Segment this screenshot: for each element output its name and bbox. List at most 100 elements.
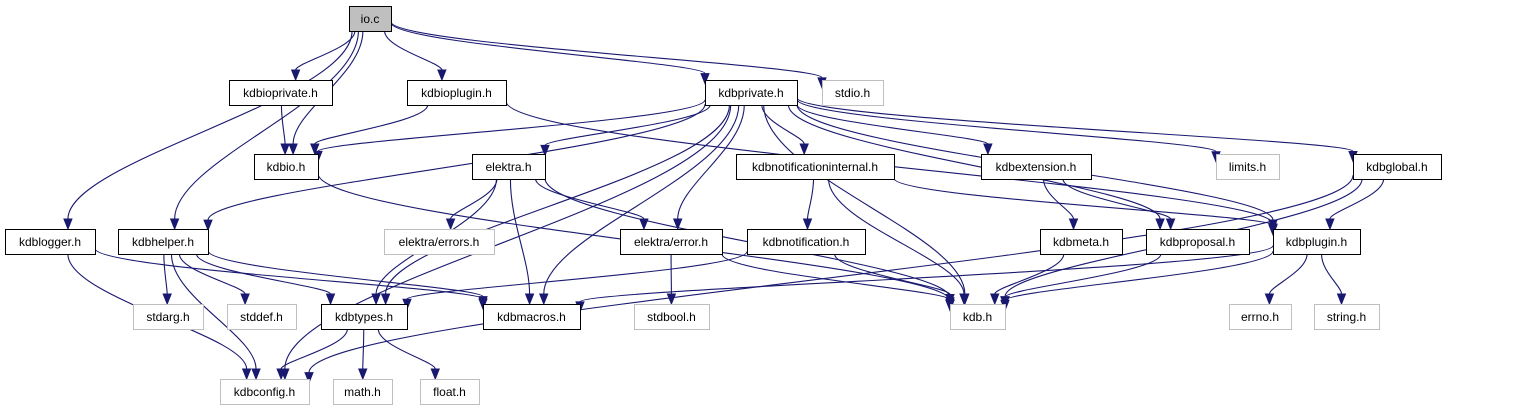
arrowhead-icon — [288, 143, 298, 156]
node-elektra-error-h[interactable]: elektra/error.h — [620, 229, 723, 255]
edge-kdbhelper_h-to-kdbmacros_h — [207, 250, 488, 308]
edge-line — [280, 104, 286, 145]
node-kdb-h: kdb.h — [950, 304, 1006, 330]
node-stdbool-h: stdbool.h — [634, 304, 710, 330]
edge-line — [1004, 250, 1274, 301]
node-stddef-h: stddef.h — [227, 304, 297, 330]
edge-io_c-to-stdio_h — [390, 21, 827, 90]
node-label: kdbioplugin.h — [421, 86, 492, 100]
edge-line — [1004, 253, 1162, 298]
node-stdio-h: stdio.h — [822, 80, 884, 106]
arrowhead-icon — [959, 293, 969, 306]
edge-kdbtypes_h-to-math_h — [358, 328, 368, 381]
node-elektra-errors-h: elektra/errors.h — [384, 229, 495, 255]
edge-line — [535, 178, 645, 220]
node-kdbmacros-h[interactable]: kdbmacros.h — [483, 304, 581, 330]
node-label: stdio.h — [835, 86, 870, 100]
edge-line — [174, 30, 359, 220]
node-kdbplugin-h[interactable]: kdbplugin.h — [1273, 229, 1361, 255]
node-kdbioprivate-h[interactable]: kdbioprivate.h — [229, 80, 333, 106]
edge-kdbnotification_h-to-kdbtypes_h — [402, 251, 748, 311]
edge-kdbtypes_h-to-kdbconfig_h — [276, 328, 348, 381]
node-kdbnotification-h[interactable]: kdbnotification.h — [747, 229, 866, 255]
arrowhead-icon — [251, 368, 261, 381]
node-label: kdbnotificationinternal.h — [752, 160, 878, 174]
node-string-h: string.h — [1314, 304, 1380, 330]
node-box — [1353, 154, 1442, 180]
edge-kdbprivate_h-to-kdbtypes_h — [380, 104, 730, 306]
edge-line — [1320, 253, 1343, 295]
node-kdbprivate-h[interactable]: kdbprivate.h — [705, 80, 798, 106]
node-label: elektra.h — [485, 160, 531, 174]
arrowhead-icon — [276, 368, 286, 381]
node-kdbhelper-h[interactable]: kdbhelper.h — [118, 229, 209, 255]
node-kdbnotificationinternal-h[interactable]: kdbnotificationinternal.h — [736, 154, 895, 180]
edge-line — [544, 104, 711, 146]
node-io-c[interactable]: io.c — [349, 6, 392, 32]
edge-line — [207, 250, 484, 298]
edge-kdbhelper_h-to-stdarg_h — [162, 253, 172, 306]
edge-line — [721, 253, 951, 301]
node-kdbioplugin-h[interactable]: kdbioplugin.h — [407, 80, 507, 106]
node-box — [349, 6, 392, 32]
node-float-h: float.h — [420, 379, 480, 405]
edge-kdbplugin_h-to-errno_h — [1264, 253, 1308, 306]
arrowhead-icon — [358, 368, 368, 381]
edge-line — [579, 245, 1274, 303]
arrowhead-icon — [380, 293, 391, 306]
edge-line — [796, 97, 1354, 152]
edge-line — [295, 30, 356, 71]
node-box — [254, 154, 319, 180]
node-box — [118, 229, 209, 255]
node-label: math.h — [344, 385, 381, 399]
node-errno-h: errno.h — [1229, 304, 1292, 330]
arrowhead-icon — [983, 143, 993, 156]
node-label: io.c — [361, 12, 380, 26]
node-kdbmeta-h[interactable]: kdbmeta.h — [1040, 229, 1123, 255]
node-kdblogger-h[interactable]: kdblogger.h — [5, 229, 96, 255]
node-layer: io.c kdbioprivate.h kdbioplugin.h kdbprivat… — [5, 6, 1442, 405]
node-box — [822, 80, 884, 106]
arrowhead-icon — [203, 219, 213, 232]
node-box — [483, 304, 581, 330]
arrowhead-icon — [799, 143, 809, 156]
node-kdbglobal-h[interactable]: kdbglobal.h — [1353, 154, 1442, 180]
arrowhead-icon — [1325, 218, 1335, 231]
arrowhead-icon — [63, 218, 73, 231]
node-box — [705, 80, 798, 106]
edge-line — [314, 104, 429, 145]
node-kdbextension-h[interactable]: kdbextension.h — [981, 154, 1092, 180]
edge-line — [362, 328, 365, 370]
node-kdbtypes-h[interactable]: kdbtypes.h — [321, 304, 408, 330]
edge-kdbextension_h-to-kdbproposal_h — [1062, 178, 1176, 231]
node-label: stdarg.h — [146, 310, 189, 324]
node-label: kdbextension.h — [996, 160, 1077, 174]
edge-kdbhelper_h-to-kdbtypes_h — [195, 253, 336, 306]
node-box — [333, 379, 393, 405]
edge-kdblogger_h-to-kdbmacros_h — [94, 248, 488, 311]
edge-line — [178, 253, 246, 295]
edge-line — [1062, 178, 1172, 220]
arrowhead-icon — [1264, 293, 1275, 306]
node-kdbio-h[interactable]: kdbio.h — [254, 154, 319, 180]
edge-kdbprivate_h-to-kdbio_h — [313, 99, 706, 163]
edge-line — [827, 178, 965, 295]
edge-kdbnotificationinternal_h-to-kdb_h — [827, 178, 969, 306]
node-box — [634, 304, 710, 330]
edge-kdbtypes_h-to-float_h — [377, 328, 440, 381]
edge-kdbplugin_h-to-kdb_h — [1000, 250, 1274, 312]
node-box — [5, 229, 96, 255]
node-elektra-h[interactable]: elektra.h — [472, 154, 546, 180]
edge-line — [450, 178, 498, 220]
node-kdbproposal-h[interactable]: kdbproposal.h — [1146, 229, 1250, 255]
node-kdbconfig-h: kdbconfig.h — [220, 379, 310, 405]
edge-line — [893, 177, 1274, 226]
node-box — [620, 229, 723, 255]
node-label: kdbmacros.h — [497, 310, 566, 324]
node-label: stddef.h — [240, 310, 283, 324]
arrowhead-icon — [371, 293, 381, 306]
edge-line — [390, 22, 706, 75]
edge-line — [1268, 253, 1308, 295]
arrowhead-icon — [1155, 218, 1165, 231]
